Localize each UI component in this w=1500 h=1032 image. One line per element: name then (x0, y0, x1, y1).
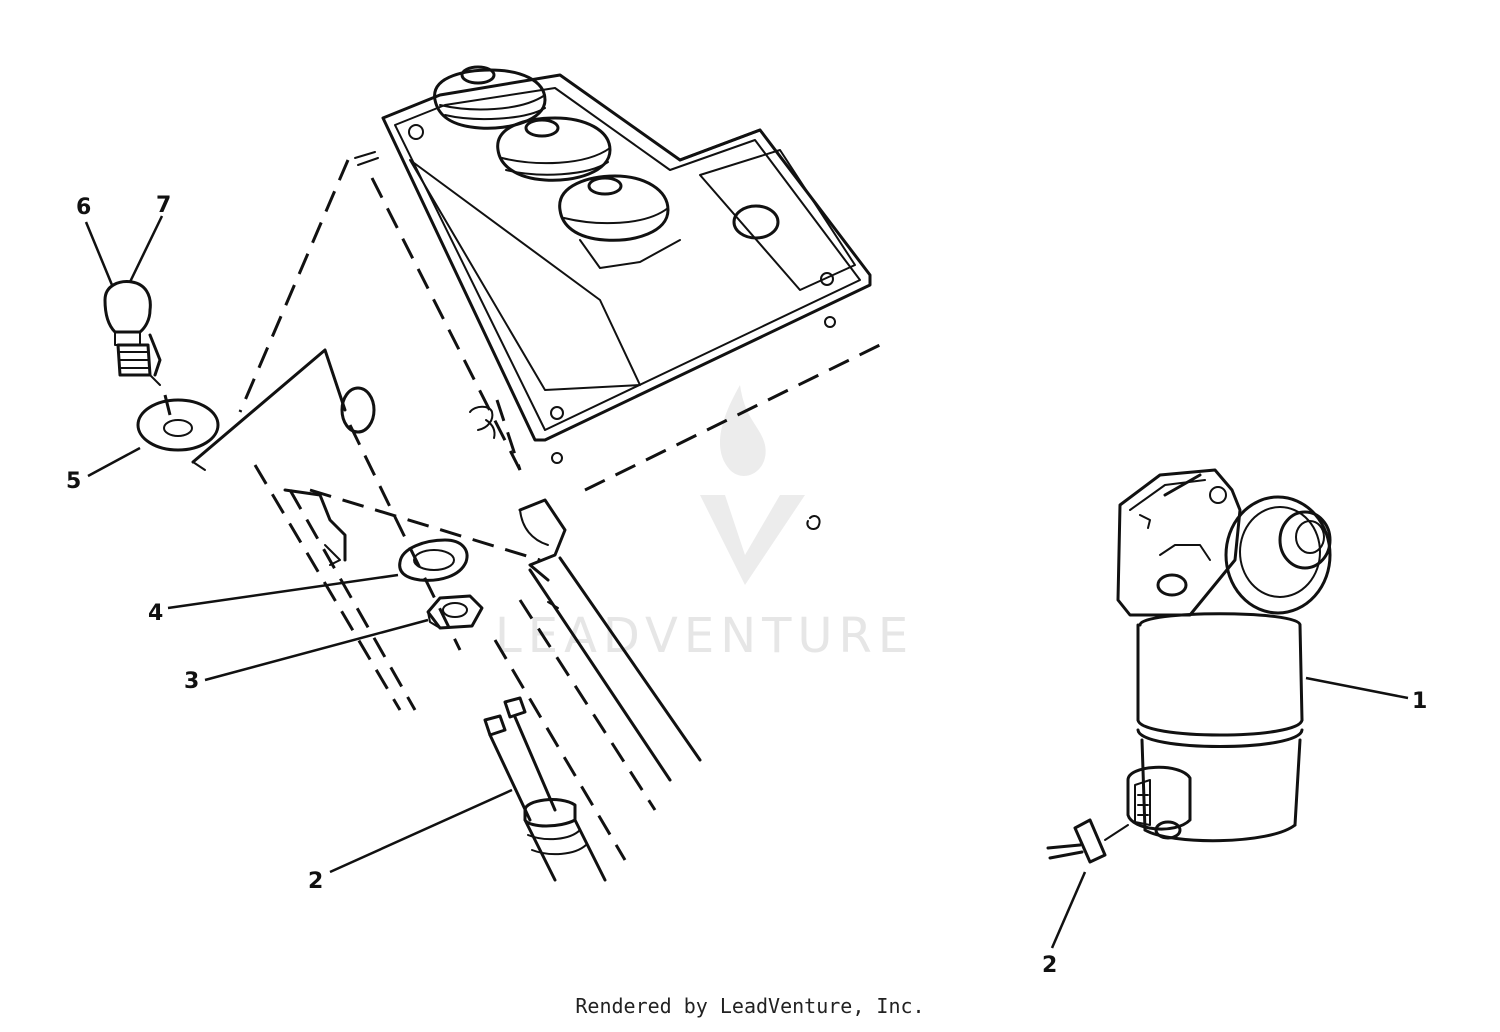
callout-7: 7 (156, 193, 171, 218)
wire-terminal-part-2 (483, 696, 607, 882)
callout-4: 4 (148, 601, 163, 626)
callout-1: 1 (1412, 689, 1427, 714)
callout-2-left: 2 (308, 869, 323, 894)
control-boot (496, 116, 612, 182)
hex-nut-part-3 (426, 594, 484, 630)
bulb-socket-parts-6-7 (103, 280, 172, 416)
control-boot (558, 174, 681, 269)
callout-3: 3 (184, 669, 199, 694)
washer-part-5 (136, 398, 220, 452)
callout-2-right: 2 (1042, 953, 1057, 978)
callout-leaders (84, 215, 1409, 949)
callout-5: 5 (66, 469, 81, 494)
callout-6: 6 (76, 195, 91, 220)
connector-terminal-part-2-right (1046, 818, 1129, 864)
mounting-bracket (493, 498, 702, 861)
watermark-text: LEADVENTURE (495, 608, 914, 664)
rendered-by-footer: Rendered by LeadVenture, Inc. (575, 994, 925, 1018)
callout-labels: 1 2 2 3 4 5 6 7 (66, 193, 1427, 978)
control-boot (433, 65, 547, 130)
solenoid-part-1 (1116, 468, 1332, 843)
leadventure-watermark: LEADVENTURE (495, 385, 914, 664)
lock-washer-part-4 (398, 538, 469, 582)
dash-fascia (191, 151, 541, 711)
control-panel (381, 65, 891, 531)
